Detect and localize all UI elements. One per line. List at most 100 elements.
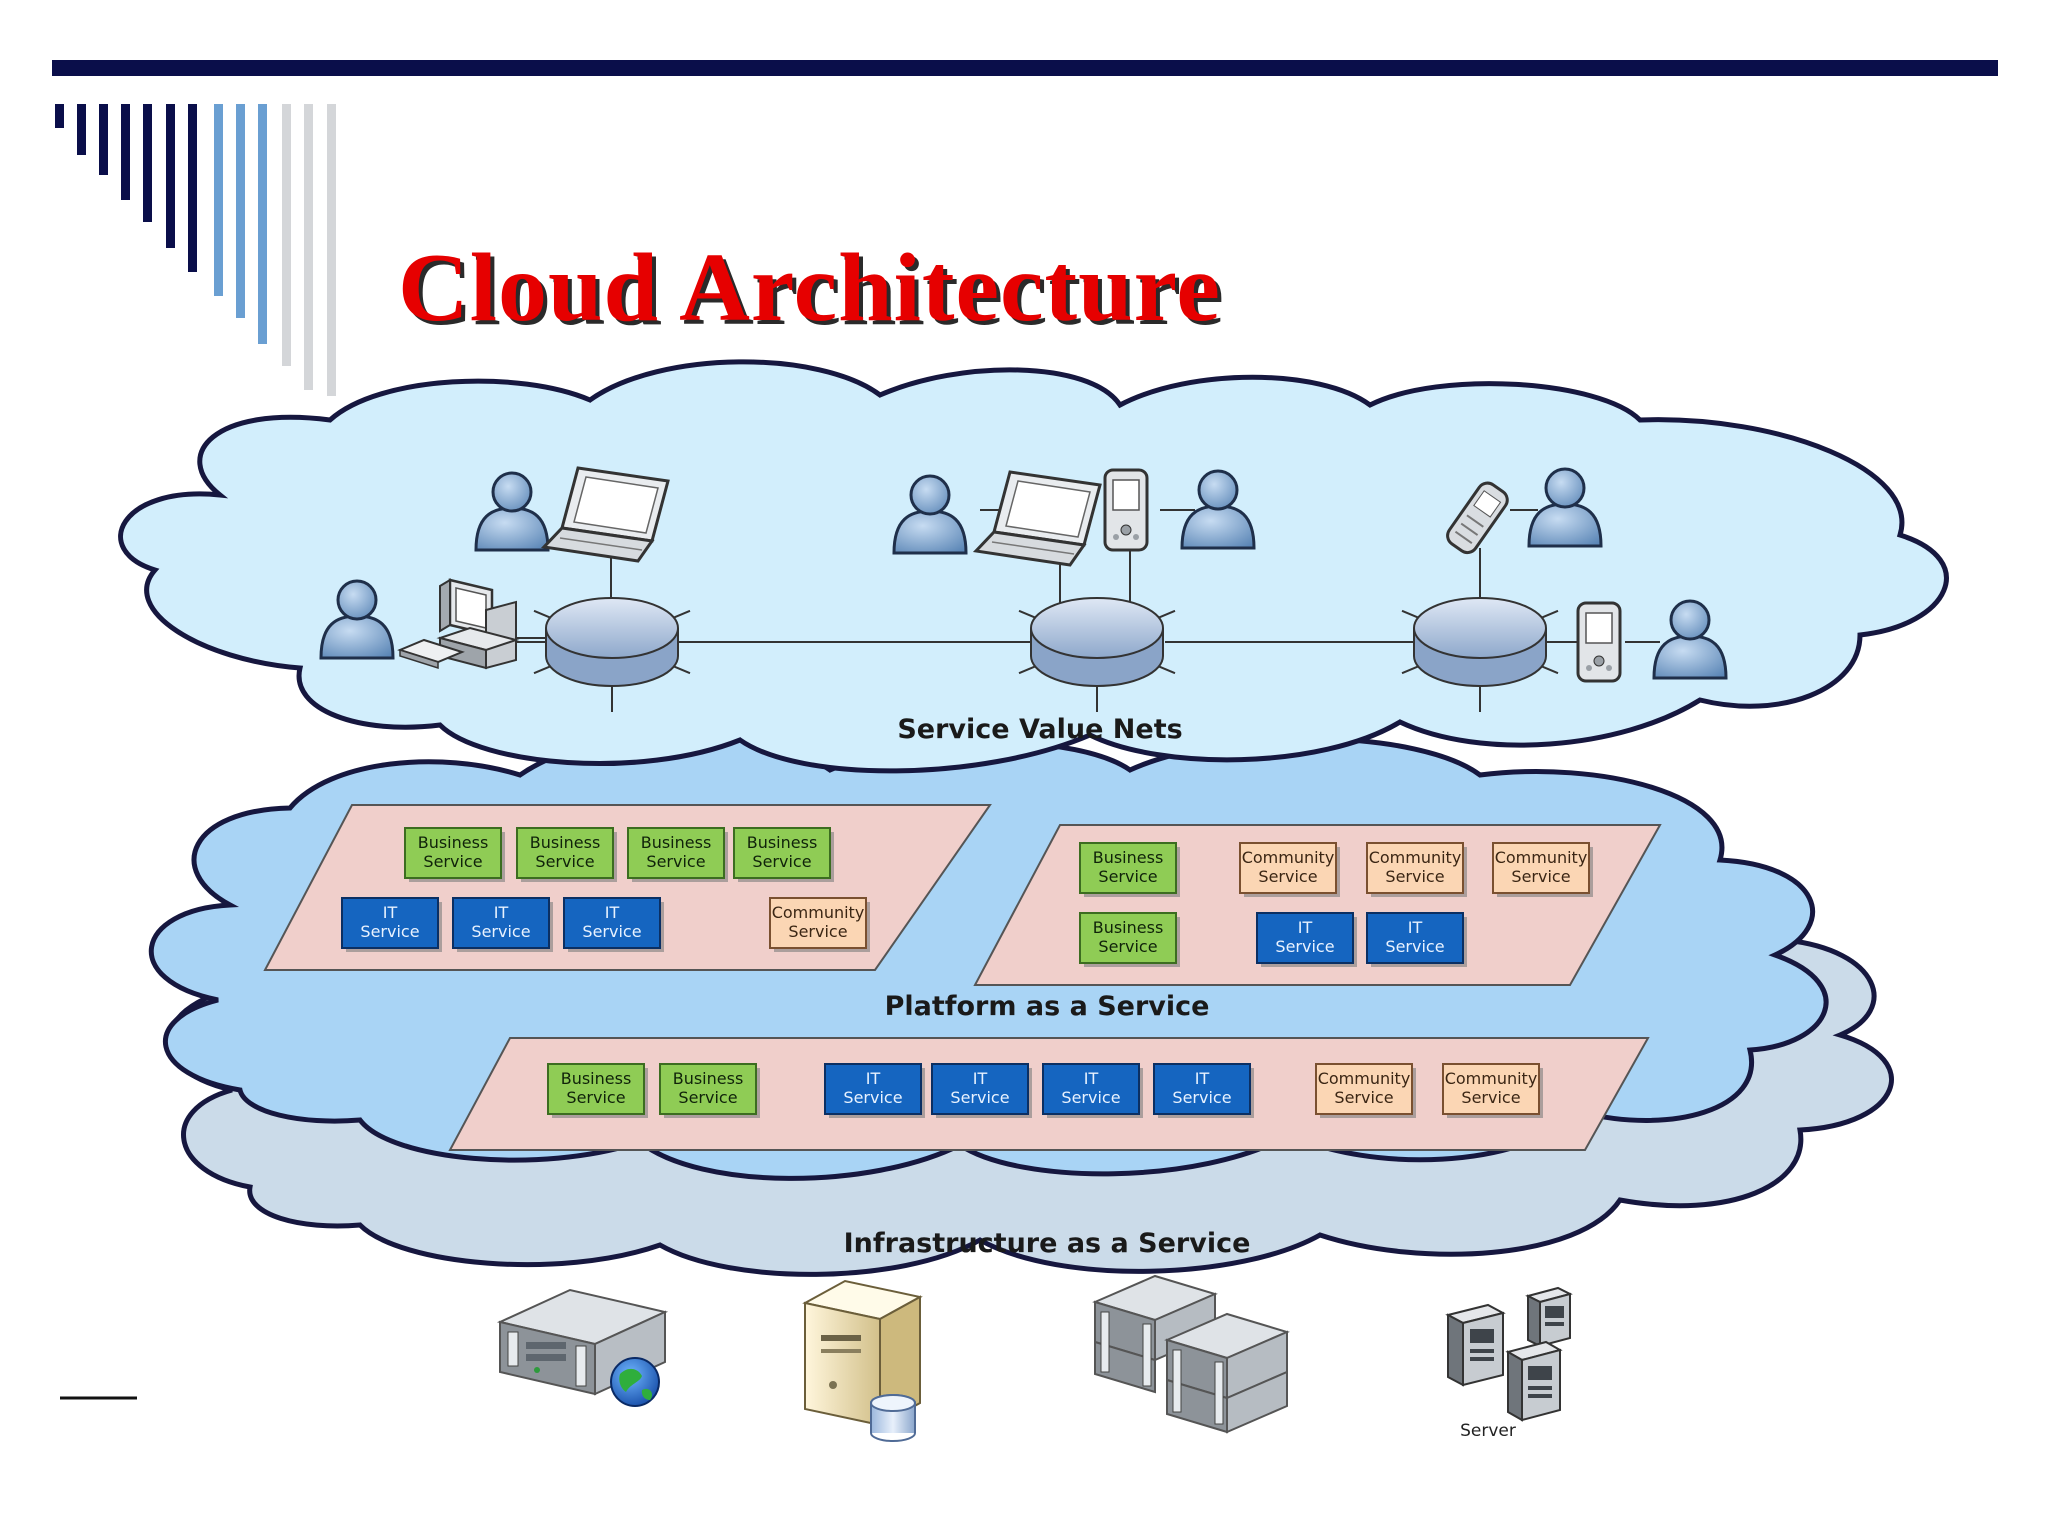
service-label: IT: [1084, 1069, 1099, 1088]
pda-icon: [1576, 601, 1622, 683]
service-label: Service: [582, 922, 641, 941]
laptop-icon: [540, 466, 670, 563]
router-icon: [1401, 597, 1559, 712]
service-label: Service: [535, 852, 594, 871]
service-label: Business: [1093, 848, 1164, 867]
paas-cloud: Platform as a Service BusinessServiceBus…: [148, 730, 1829, 1181]
service-label: Service: [566, 1088, 625, 1107]
service-label: Service: [1258, 867, 1317, 886]
svn-cloud: Service Value Nets: [118, 359, 1949, 774]
user-icon: [474, 471, 550, 552]
service-label: Service: [1511, 867, 1570, 886]
service-label: Business: [530, 833, 601, 852]
service-label: Service: [646, 852, 705, 871]
service-label: Service: [678, 1088, 737, 1107]
service-label: Service: [1385, 937, 1444, 956]
service-label: IT: [605, 903, 620, 922]
user-icon: [892, 474, 968, 555]
desktop-pc-icon: [397, 578, 520, 670]
user-icon: [1652, 599, 1728, 680]
service-label: Service: [788, 922, 847, 941]
svn-cloud-shape: [118, 359, 1949, 774]
service-label: Service: [1061, 1088, 1120, 1107]
user-icon: [1180, 469, 1256, 550]
service-label: Service: [360, 922, 419, 941]
service-label: IT: [973, 1069, 988, 1088]
service-label: Community: [1318, 1069, 1411, 1088]
service-label: Service: [1461, 1088, 1520, 1107]
stripe: [188, 104, 197, 272]
service-label: IT: [1298, 918, 1313, 937]
service-label: Business: [641, 833, 712, 852]
svn-label: Service Value Nets: [897, 714, 1182, 745]
decorative-stripes: [55, 104, 336, 396]
service-label: Service: [1334, 1088, 1393, 1107]
service-label: Business: [747, 833, 818, 852]
service-label: IT: [866, 1069, 881, 1088]
service-label: Business: [1093, 918, 1164, 937]
paas-label: Platform as a Service: [885, 991, 1210, 1022]
service-label: Business: [418, 833, 489, 852]
slide-decoration: [52, 60, 1998, 396]
service-label: Service: [1098, 937, 1157, 956]
stripe: [214, 104, 223, 296]
stripe: [236, 104, 245, 318]
service-label: Community: [1445, 1069, 1538, 1088]
stripe: [282, 104, 291, 366]
stripe: [166, 104, 175, 248]
service-label: Service: [950, 1088, 1009, 1107]
stripe: [77, 104, 86, 155]
service-label: Business: [673, 1069, 744, 1088]
server-caption: Server: [1460, 1421, 1516, 1441]
stripe: [143, 104, 152, 222]
service-label: IT: [1195, 1069, 1210, 1088]
service-label: Community: [772, 903, 865, 922]
service-label: IT: [494, 903, 509, 922]
service-label: Service: [752, 852, 811, 871]
service-label: Service: [1098, 867, 1157, 886]
cellphone-icon: [1446, 481, 1509, 555]
slide-title: Cloud Architecture: [398, 234, 1221, 342]
service-label: Service: [1172, 1088, 1231, 1107]
server-tower-icon: Server: [1445, 1286, 1573, 1441]
service-label: IT: [1408, 918, 1423, 937]
service-label: Community: [1495, 848, 1588, 867]
service-label: IT: [383, 903, 398, 922]
stripe: [121, 104, 130, 200]
laptop-icon: [972, 470, 1102, 567]
server-rack-icon: [1092, 1274, 1290, 1434]
service-label: Business: [561, 1069, 632, 1088]
service-label: Community: [1242, 848, 1335, 867]
user-icon: [319, 579, 395, 660]
router-icon: [1018, 597, 1176, 712]
web-server-icon: [496, 1288, 669, 1407]
router-icon: [533, 597, 691, 712]
pda-icon: [1103, 468, 1149, 552]
database-server-icon: [802, 1279, 923, 1442]
user-icon: [1527, 467, 1603, 548]
